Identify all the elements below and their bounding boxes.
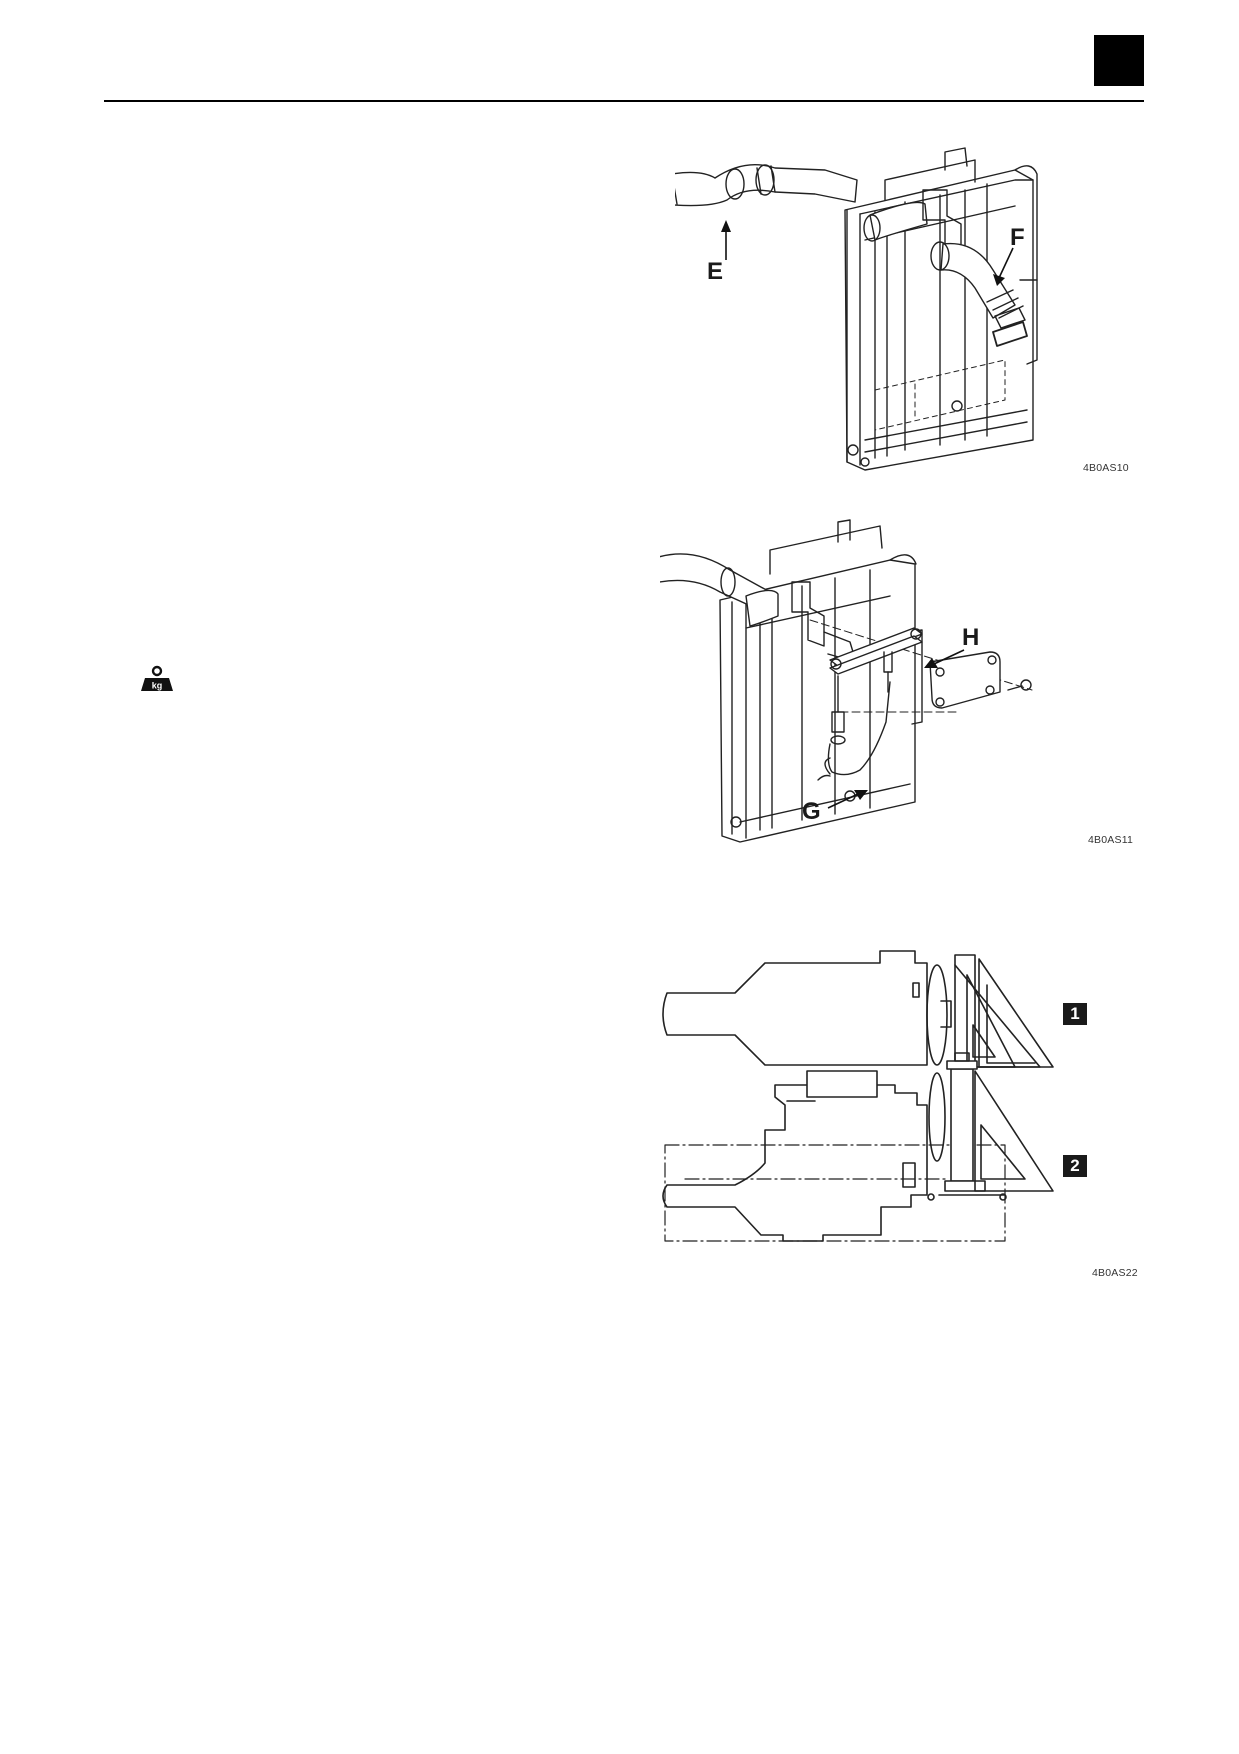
figure-code: 4B0AS10 xyxy=(1083,462,1129,474)
figure-label-e: E xyxy=(707,258,724,285)
weight-icon-text: kg xyxy=(152,681,163,691)
step-1-badge: 1 xyxy=(1070,1004,1080,1023)
header-rule xyxy=(104,100,1144,102)
step-2-badge: 2 xyxy=(1070,1156,1080,1175)
figure-code: 4B0AS22 xyxy=(1092,1267,1138,1279)
figure-label-f: F xyxy=(1010,224,1025,251)
section-tab-marker xyxy=(1094,35,1144,86)
figure-alignment: 1 2 4B0AS22 xyxy=(655,945,1150,1279)
figure-code: 4B0AS11 xyxy=(1088,834,1133,846)
weight-kg-icon: kg xyxy=(139,665,175,693)
figure-label-g: G xyxy=(802,798,821,825)
figure-label-h: H xyxy=(962,624,980,651)
figure-radiator-hoses: E F 4B0AS10 xyxy=(675,140,1155,480)
figure-radiator-drain: H G 4B0AS11 xyxy=(660,512,1150,852)
